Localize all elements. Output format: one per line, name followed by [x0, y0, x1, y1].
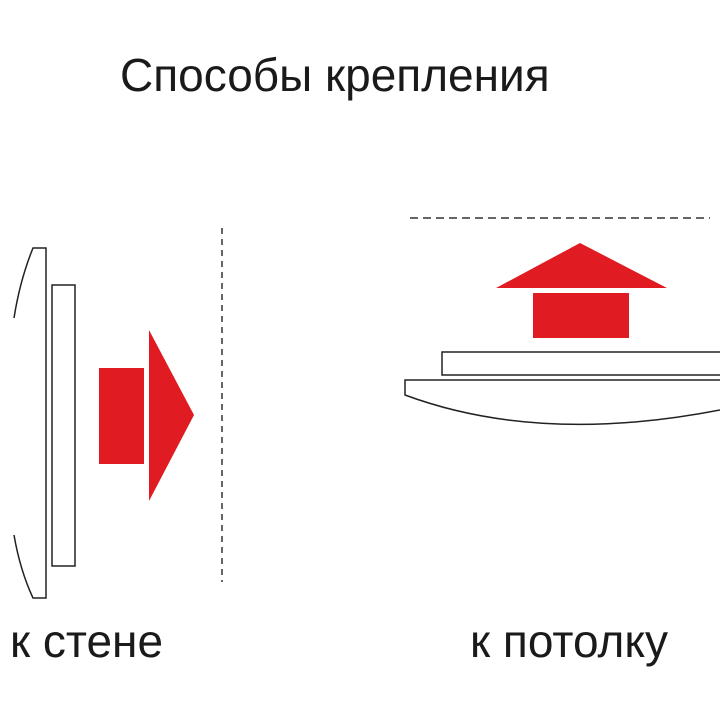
arrow-right-icon: [99, 330, 194, 501]
ceiling-lamp-shade: [404, 379, 720, 426]
ceiling-mount-label: к потолку: [470, 615, 668, 667]
wall-lamp-shade: [13, 247, 47, 599]
wall-lamp-base-plate: [51, 284, 76, 567]
ceiling-lamp-base-plate: [441, 351, 720, 376]
arrow-up-icon: [496, 243, 667, 338]
ceiling-mount-lamp: [404, 351, 720, 426]
wall-mount-label: к стене: [10, 615, 164, 667]
wall-mount-lamp: [13, 247, 76, 599]
page-title: Способы крепления: [120, 49, 550, 101]
